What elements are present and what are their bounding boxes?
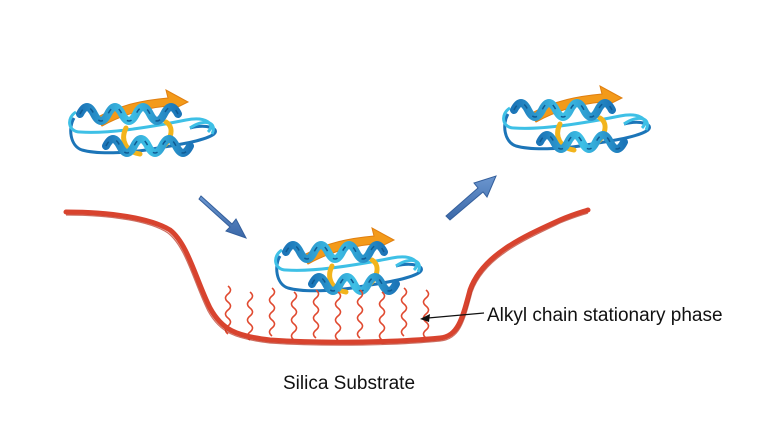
label-pointer-arrow [420,312,485,322]
alkyl-chain-field [224,285,430,341]
alkyl-chain-icon [290,291,298,341]
protein-ribbon-icon [70,90,216,154]
alkyl-chain-icon [422,289,430,339]
flow-arrow-icon [445,175,497,221]
flow-arrow-icon [198,195,248,239]
alkyl-chain-icon [312,289,320,339]
alkyl-chain-icon [400,287,408,337]
alkyl-chain-icon [356,289,364,339]
alkyl-chain-icon [246,291,254,341]
substrate-label: Silica Substrate [283,373,416,394]
protein-ribbon-icon [504,86,650,150]
protein-ribbon-icon [276,228,422,292]
alkyl-chain-icon [334,291,342,341]
alkyl-chain-icon [268,287,276,337]
alkyl-chain-icon [378,291,386,341]
stationary-phase-label: Alkyl chain stationary phase [487,305,723,326]
silica-substrate-line [63,207,591,346]
